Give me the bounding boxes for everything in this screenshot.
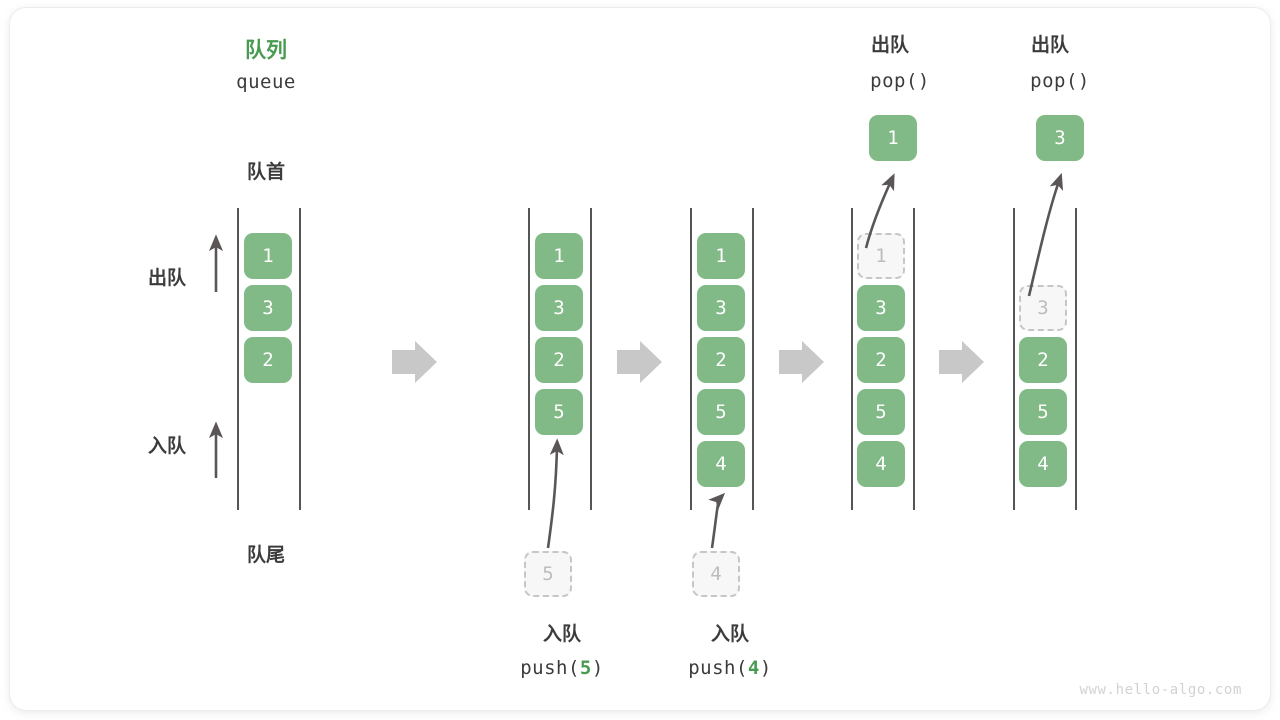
push4-caption-cjk: 入队 xyxy=(710,623,750,645)
rail-right-stage-pop-1 xyxy=(913,208,915,510)
node-stage-push5-2: 2 xyxy=(535,337,583,383)
push5-code-prefix: push( xyxy=(520,657,580,679)
push4-code-prefix: push( xyxy=(688,657,748,679)
pop1-header-cjk: 出队 xyxy=(870,34,910,56)
node-stage-push4-3: 5 xyxy=(697,389,745,435)
dequeue-side-label: 出队 xyxy=(148,267,187,289)
pop3-header-cjk: 出队 xyxy=(1030,34,1070,56)
node-stage-push5-1: 3 xyxy=(535,285,583,331)
node-stage-pop1-3: 5 xyxy=(857,389,905,435)
node-stage-pop1-ghost-0: 1 xyxy=(857,233,905,279)
rear-label: 队尾 xyxy=(246,544,286,566)
node-stage-pop1-1: 3 xyxy=(857,285,905,331)
node-stage-pop3-1: 2 xyxy=(1019,337,1067,383)
rail-left-stage-pop-1 xyxy=(851,208,853,510)
node-stage-pop3-2: 5 xyxy=(1019,389,1067,435)
push4-code-value: 4 xyxy=(747,657,760,679)
push5-code-suffix: ) xyxy=(591,657,604,679)
diagram-title-cjk: 队列 xyxy=(245,38,287,62)
ghost-node-push-5: 5 xyxy=(524,551,572,597)
rail-left-stage-pop-3 xyxy=(1013,208,1015,510)
node-stage-pop3-3: 4 xyxy=(1019,441,1067,487)
rail-right-stage-pop-3 xyxy=(1075,208,1077,510)
rail-right-stage-initial xyxy=(299,208,301,510)
node-stage-push4-0: 1 xyxy=(697,233,745,279)
push5-caption-cjk: 入队 xyxy=(542,623,582,645)
node-stage-push5-3: 5 xyxy=(535,389,583,435)
node-stage-push4-1: 3 xyxy=(697,285,745,331)
rail-left-stage-push-4 xyxy=(690,208,692,510)
rail-right-stage-push-4 xyxy=(752,208,754,510)
push4-caption-code: push(4) xyxy=(688,656,772,682)
node-stage-initial-2: 2 xyxy=(244,337,292,383)
pop3-header-code: pop() xyxy=(1030,70,1090,92)
popped-node-3: 3 xyxy=(1036,115,1084,161)
node-stage-push5-0: 1 xyxy=(535,233,583,279)
front-label: 队首 xyxy=(246,161,286,183)
push5-caption-code: push(5) xyxy=(520,656,604,682)
push4-code-suffix: ) xyxy=(759,657,772,679)
page-card xyxy=(10,8,1270,710)
ghost-node-push-4: 4 xyxy=(692,551,740,597)
push5-code-value: 5 xyxy=(579,657,592,679)
node-stage-initial-1: 3 xyxy=(244,285,292,331)
node-stage-push4-2: 2 xyxy=(697,337,745,383)
node-stage-pop1-4: 4 xyxy=(857,441,905,487)
node-stage-push4-4: 4 xyxy=(697,441,745,487)
node-stage-pop3-ghost-0: 3 xyxy=(1019,285,1067,331)
enqueue-side-label: 入队 xyxy=(148,435,187,457)
pop1-header-code: pop() xyxy=(870,70,930,92)
rail-right-stage-push-5 xyxy=(590,208,592,510)
rail-left-stage-initial xyxy=(237,208,239,510)
watermark: www.hello-algo.com xyxy=(1079,682,1242,698)
popped-node-1: 1 xyxy=(869,115,917,161)
node-stage-pop1-2: 2 xyxy=(857,337,905,383)
node-stage-initial-0: 1 xyxy=(244,233,292,279)
rail-left-stage-push-5 xyxy=(528,208,530,510)
diagram-title-en: queue xyxy=(236,71,296,93)
